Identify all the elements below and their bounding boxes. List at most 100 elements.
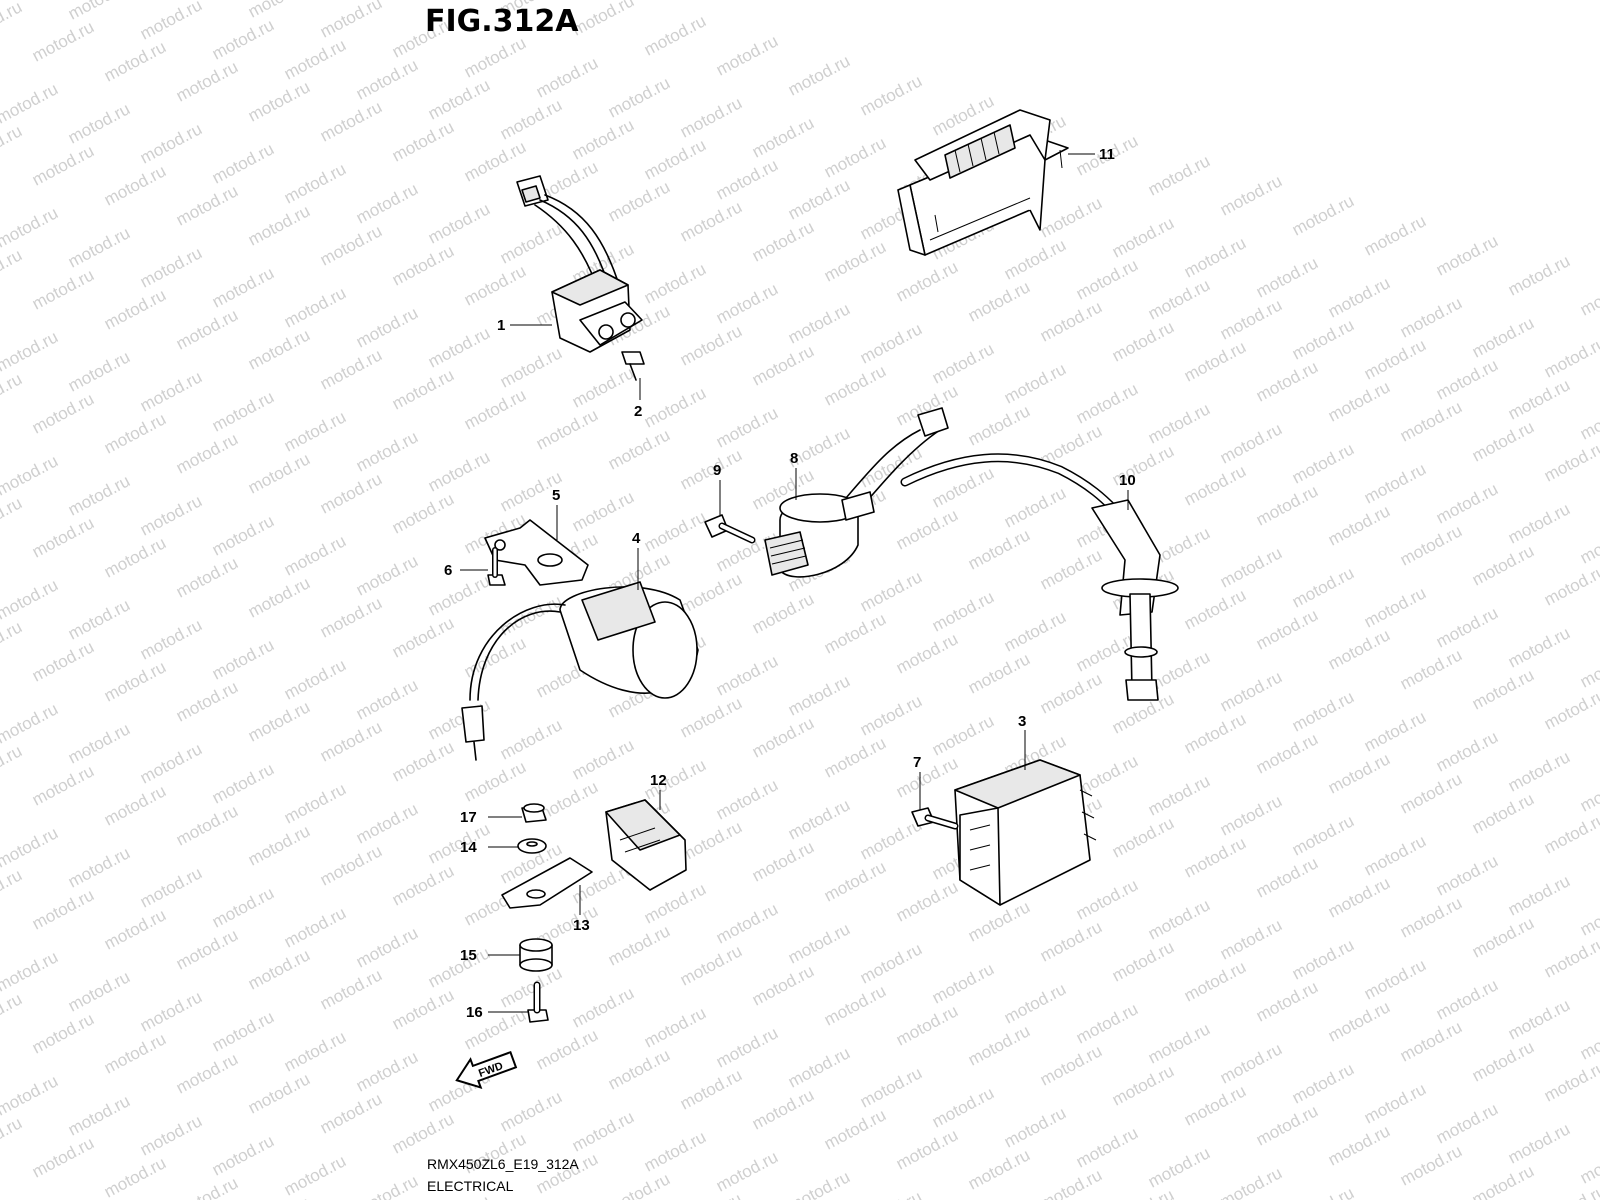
section-name: ELECTRICAL xyxy=(427,1178,514,1194)
watermark-text: motod.ru xyxy=(1397,769,1465,817)
watermark-text: motod.ru xyxy=(1397,1017,1465,1065)
watermark-text: motod.ru xyxy=(1505,995,1573,1043)
watermark-text: motod.ru xyxy=(929,711,997,759)
watermark-text: motod.ru xyxy=(245,821,313,869)
watermark-text: motod.ru xyxy=(821,609,889,657)
watermark-text: motod.ru xyxy=(65,843,133,891)
watermark-text: motod.ru xyxy=(1145,1143,1213,1191)
model-code: RMX450ZL6_E19_312A xyxy=(427,1156,579,1172)
watermark-text: motod.ru xyxy=(749,713,817,761)
watermark-text: motod.ru xyxy=(1433,975,1501,1023)
watermark-text: motod.ru xyxy=(65,1091,133,1139)
watermark-text: motod.ru xyxy=(533,53,601,101)
watermark-text: motod.ru xyxy=(785,795,853,843)
watermark-text: motod.ru xyxy=(1541,437,1600,485)
watermark-text: motod.ru xyxy=(353,799,421,847)
watermark-text: motod.ru xyxy=(1037,297,1105,345)
figure-title: FIG.312A xyxy=(425,4,579,39)
watermark-text: motod.ru xyxy=(173,429,241,477)
watermark-text: motod.ru xyxy=(821,133,889,181)
watermark-text: motod.ru xyxy=(1505,375,1573,423)
watermark-text: motod.ru xyxy=(1469,789,1537,837)
callout-11: 11 xyxy=(1099,146,1115,163)
watermark-text: motod.ru xyxy=(1397,397,1465,445)
watermark-text: motod.ru xyxy=(461,633,529,681)
watermark-text: motod.ru xyxy=(29,389,97,437)
watermark-text: motod.ru xyxy=(713,403,781,451)
watermark-text: motod.ru xyxy=(101,657,169,705)
watermark-text: motod.ru xyxy=(317,593,385,641)
watermark-text: motod.ru xyxy=(1361,1079,1429,1127)
watermark-text: motod.ru xyxy=(0,1071,61,1119)
watermark-text: motod.ru xyxy=(1325,997,1393,1045)
watermark-text: motod.ru xyxy=(785,919,853,967)
watermark-text: motod.ru xyxy=(1145,1019,1213,1067)
watermark-text: motod.ru xyxy=(461,261,529,309)
watermark-text: motod.ru xyxy=(173,305,241,353)
watermark-text: motod.ru xyxy=(29,513,97,561)
watermark-text: motod.ru xyxy=(1217,1163,1285,1200)
part-7-bolt xyxy=(911,807,959,830)
watermark-text: motod.ru xyxy=(173,1049,241,1097)
watermark-text: motod.ru xyxy=(857,319,925,367)
watermark-text: motod.ru xyxy=(281,531,349,579)
watermark-text: motod.ru xyxy=(0,0,25,46)
watermark-text: motod.ru xyxy=(101,905,169,953)
watermark-text: motod.ru xyxy=(893,505,961,553)
watermark-text: motod.ru xyxy=(137,243,205,291)
watermark-text: motod.ru xyxy=(281,1151,349,1199)
watermark-text: motod.ru xyxy=(0,203,61,251)
watermark-text: motod.ru xyxy=(0,79,61,127)
watermark-text: motod.ru xyxy=(677,197,745,245)
watermark-text: motod.ru xyxy=(497,219,565,267)
watermark-text: motod.ru xyxy=(1073,751,1141,799)
watermark-text: motod.ru xyxy=(101,161,169,209)
watermark-text: motod.ru xyxy=(389,985,457,1033)
watermark-text: motod.ru xyxy=(245,697,313,745)
watermark-text: motod.ru xyxy=(605,921,673,969)
watermark-text: motod.ru xyxy=(569,1107,637,1155)
watermark-text: motod.ru xyxy=(641,11,709,59)
watermark-text: motod.ru xyxy=(1181,957,1249,1005)
watermark-text: motod.ru xyxy=(1001,1103,1069,1151)
watermark-text: motod.ru xyxy=(749,837,817,885)
watermark-text: motod.ru xyxy=(1577,1015,1600,1063)
watermark-text: motod.ru xyxy=(1325,501,1393,549)
watermark-text: motod.ru xyxy=(281,159,349,207)
watermark-text: motod.ru xyxy=(857,71,925,119)
callout-3: 3 xyxy=(1018,713,1026,730)
watermark-text: motod.ru xyxy=(101,1153,169,1200)
watermark-text: motod.ru xyxy=(1433,231,1501,279)
watermark-text: motod.ru xyxy=(1037,1165,1105,1200)
watermark-text: motod.ru xyxy=(65,595,133,643)
watermark-text: motod.ru xyxy=(785,299,853,347)
watermark-text: motod.ru xyxy=(65,99,133,147)
watermark-text: motod.ru xyxy=(389,613,457,661)
callout-15: 15 xyxy=(460,947,477,964)
watermark-text: motod.ru xyxy=(713,1147,781,1195)
part-6-bolt xyxy=(487,547,506,586)
watermark-text: motod.ru xyxy=(0,245,25,293)
watermark-text: motod.ru xyxy=(929,959,997,1007)
watermark-text: motod.ru xyxy=(209,759,277,807)
callout-7: 7 xyxy=(913,754,921,771)
watermark-text: motod.ru xyxy=(1289,563,1357,611)
watermark-text: motod.ru xyxy=(821,1105,889,1153)
watermark-text: motod.ru xyxy=(1361,707,1429,755)
watermark-text: motod.ru xyxy=(857,815,925,863)
watermark-text: motod.ru xyxy=(317,469,385,517)
watermark-text: motod.ru xyxy=(785,51,853,99)
watermark-text: motod.ru xyxy=(1145,771,1213,819)
watermark-text: motod.ru xyxy=(893,1125,961,1173)
watermark-text: motod.ru xyxy=(1217,171,1285,219)
watermark-text: motod.ru xyxy=(281,1027,349,1075)
watermark-text: motod.ru xyxy=(1577,395,1600,443)
watermark-text: motod.ru xyxy=(1397,293,1465,341)
watermark-text: motod.ru xyxy=(857,1187,925,1200)
watermark-text: motod.ru xyxy=(29,1133,97,1181)
watermark-text: motod.ru xyxy=(497,95,565,143)
watermark-text: motod.ru xyxy=(1109,317,1177,365)
watermark-text: motod.ru xyxy=(1181,461,1249,509)
